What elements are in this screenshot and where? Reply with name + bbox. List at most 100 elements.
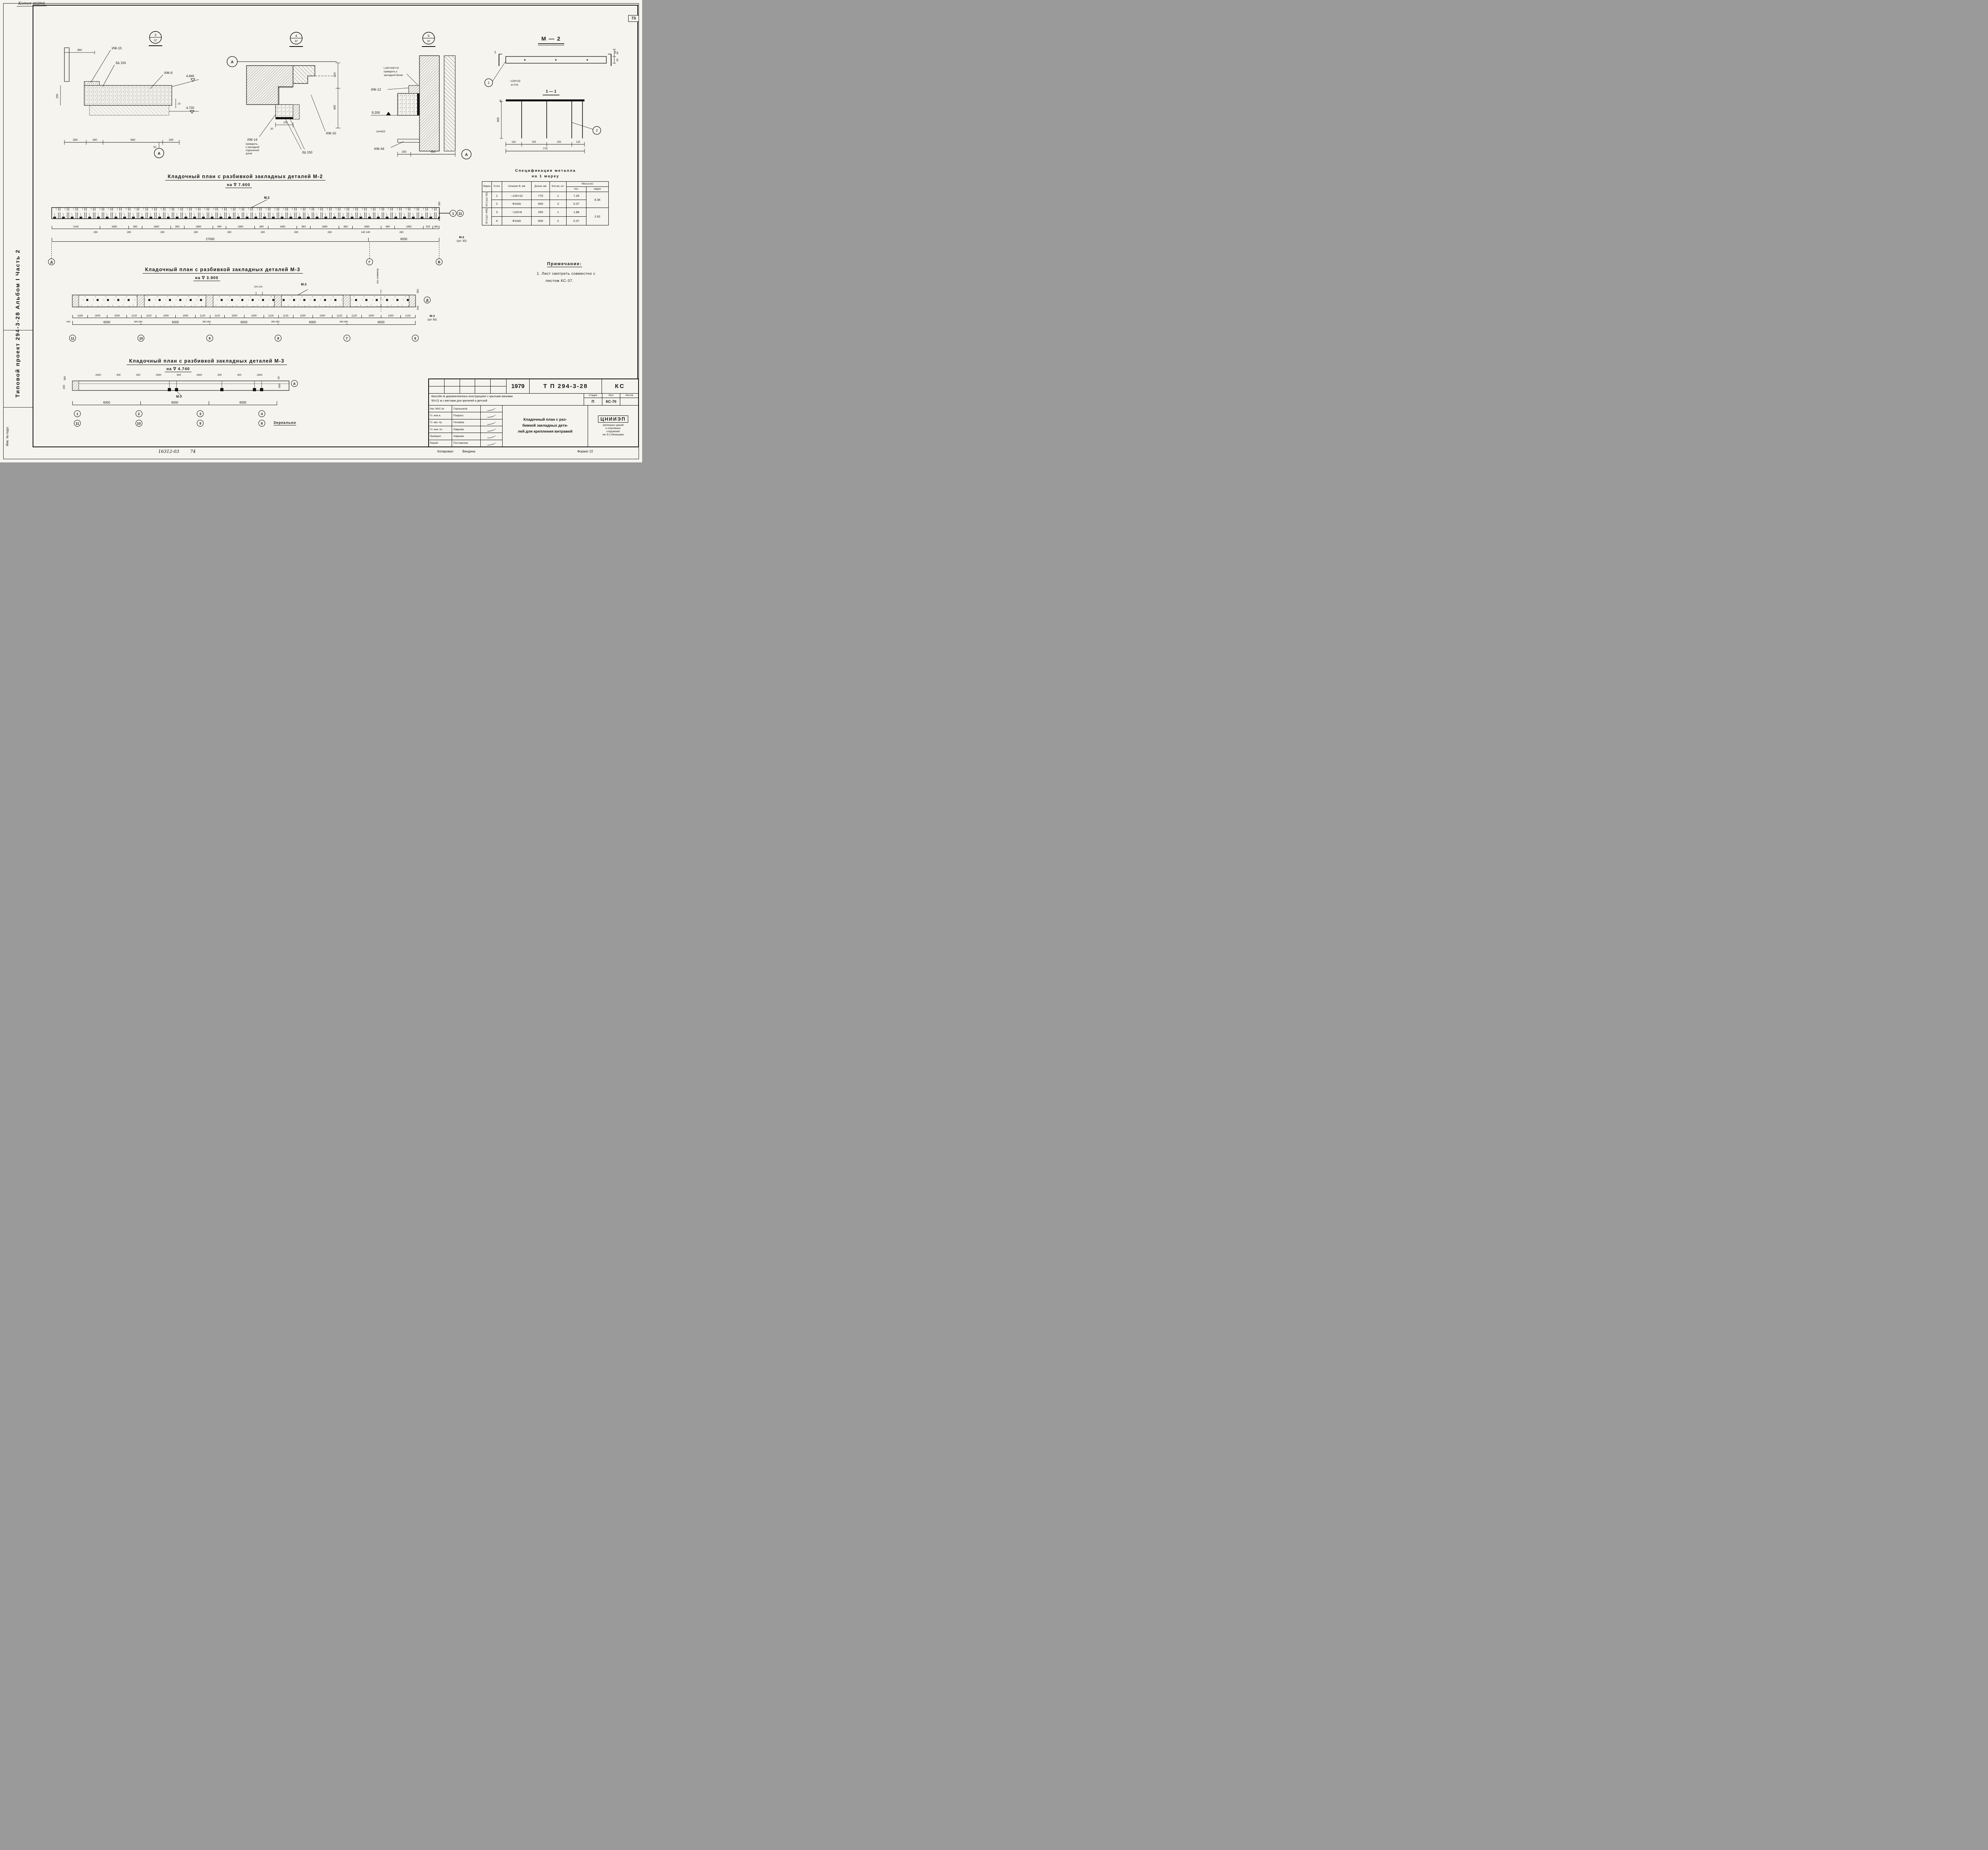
detail-number: 5 (428, 34, 430, 38)
spec-cell: 4 (491, 216, 502, 225)
mark-name: М-3 (429, 314, 435, 318)
signature-row: Гл. инж. по. Лаврова (429, 426, 502, 433)
signature (481, 412, 502, 419)
spec-cell: −120×8 (502, 208, 532, 217)
dim-label: 6000 (210, 321, 279, 324)
signature (481, 419, 502, 426)
spec-cell: 7.25 (566, 191, 586, 200)
dim-label: 280 (194, 231, 198, 234)
elevation-value: 4.840 (186, 74, 194, 78)
axis-marker: 7 (343, 335, 350, 342)
inventory-label: Инв. № подл. (6, 426, 9, 446)
weld-label: б∆ 150 (302, 151, 313, 154)
dim-label: 255 (557, 141, 561, 144)
dim-label: ℓэ=410 (376, 130, 385, 133)
signer-name: Горлышков (452, 406, 481, 412)
axis-leader-line (439, 213, 450, 214)
dim-label: 1120 (332, 314, 347, 318)
dim-label: 20 (178, 103, 181, 105)
embed-label: ИЖ-44 (374, 147, 384, 151)
spec-header-qty: Кол-во, шт. (549, 181, 567, 192)
dim-label: 300 (217, 374, 222, 377)
dim-label: 1500 (156, 314, 176, 318)
dim-label: 6000 (369, 238, 439, 241)
plate-spec: −120×10 (509, 80, 520, 83)
signer-role: Гл. инж.ж. (429, 412, 452, 419)
weld-mark: * (555, 58, 557, 63)
spec-cell: 1 (549, 208, 567, 217)
signer-name: Лаврова (452, 426, 481, 433)
axis-marker: Г (366, 258, 373, 265)
stage-label: Стадия (584, 394, 602, 398)
spec-header-length: Длина, мм (531, 181, 550, 192)
weld-note: подоконной (246, 149, 259, 152)
embed-label: ИЖ-10 (326, 132, 336, 135)
section-cut-label: 1 (614, 50, 616, 54)
dim-label: 160 (512, 141, 516, 144)
mirror-note: Зеркально (274, 421, 296, 425)
dim-label: 860 (171, 225, 184, 229)
plan1-right-dim-top: 280 (438, 202, 441, 206)
spec-cell: 0.37 (566, 200, 586, 208)
plan1-title: Кладочный план с разбивкой закладных дет… (165, 174, 326, 181)
dim-label: 40 (499, 99, 502, 102)
dim-label: 380 (433, 225, 439, 229)
dim-label: 1120 (279, 314, 293, 318)
stage-value: П (584, 398, 602, 405)
weld-note: приварить к (384, 70, 398, 73)
spec-cell: 1 (549, 191, 567, 200)
dim-label: 1500 (381, 314, 401, 318)
plan1-right-dim-bottom: 490 (438, 217, 441, 221)
section-ref-bubble: 3 37 (149, 31, 162, 46)
title-block: 1979 Т П 294-3-28 КС Бассейн /в деревокл… (428, 379, 639, 447)
dim-label: 1860 (395, 225, 423, 229)
bottom-plate (397, 139, 420, 143)
plan2-top-dims: 320 320 (254, 286, 263, 288)
dim-label: 300 (136, 374, 140, 377)
plate-plan (505, 56, 607, 64)
dim-label: 600 (177, 374, 181, 377)
sheet-title-line1: Кладочный план с раз- (523, 417, 567, 422)
dim-label: 1860 (311, 225, 340, 229)
dim-label: 1120 (210, 314, 225, 318)
dim-label: 1500 (176, 314, 196, 318)
plate-section (506, 99, 584, 101)
spec-header-pos: N поз (491, 181, 502, 192)
dim-label: 1500 (293, 314, 313, 318)
spec-title-line1: Спецификация металла (515, 169, 576, 173)
sill-band-hatch (84, 85, 172, 105)
stage-values: П КС-70 (584, 398, 638, 405)
signature-row: Разраб. Полтавская (429, 440, 502, 446)
project-description-line2: 50×21 м с местами для зрителей и детской (431, 399, 487, 402)
dim-label: 1860 (142, 225, 171, 229)
detail-5-37: 5 37 L160×440×10 приварить к закладной б… (371, 32, 472, 159)
dim-label: 2400 (95, 374, 101, 377)
dim-label: 860 (297, 225, 311, 229)
document-code: КС (615, 383, 625, 390)
plan3-left-dim-bottom: 250 (62, 385, 66, 389)
dim-label: 27000 (52, 238, 369, 241)
spec-cell: 0.37 (566, 216, 586, 225)
position-balloon: 1 (488, 81, 490, 85)
axis-marker: 1 (74, 410, 81, 417)
axis-marker: 9 (197, 420, 204, 427)
weld-note: доски (246, 152, 252, 155)
organization-stamp: ЦНИИЭП зрелищных зданий и спортивных соо… (588, 406, 638, 446)
spec-cell: 770 (531, 191, 550, 200)
stage-block: Стадия Лист Листов П КС-70 (584, 394, 638, 405)
revision-cell (460, 386, 476, 393)
organization-line: им. Б.С.Мезенцева (602, 434, 624, 437)
signer-name: Покрасс (452, 412, 481, 419)
dim-label: 860 (339, 225, 353, 229)
spec-group-mass: 8.36 (586, 191, 609, 208)
section-marker: А (465, 153, 468, 157)
dim-label: 200 (73, 139, 78, 142)
table-row: 4 Ф10АI 600 2 0.37 (482, 216, 609, 225)
dim-label: 1160 (72, 314, 88, 318)
spec-cell: Ф10АI (502, 200, 532, 208)
